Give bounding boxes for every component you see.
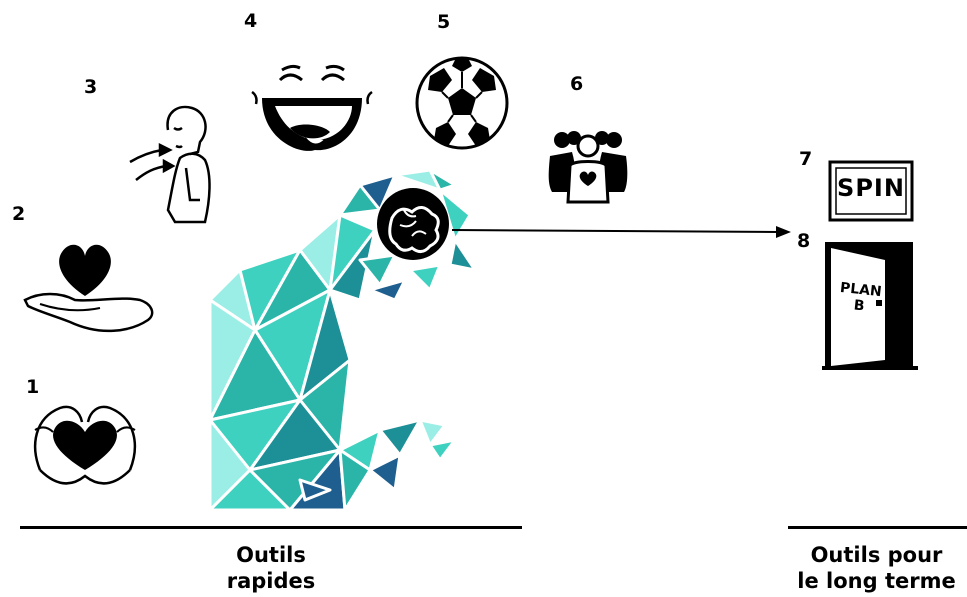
spin-sign-text: SPIN (837, 174, 905, 202)
quick-tools-label-line2: rapides (226, 569, 316, 593)
number-1: 1 (26, 376, 40, 398)
long-term-tools-label-line1: Outils pour (810, 543, 943, 567)
number-7: 7 (799, 148, 813, 170)
brain-icon (377, 188, 449, 260)
laughing-face-icon (251, 64, 373, 151)
long-term-tools-rule (788, 526, 967, 529)
number-6: 6 (570, 73, 584, 95)
lowpoly-person-figure (208, 168, 477, 512)
number-4: 4 (244, 10, 258, 32)
soccer-ball-icon (415, 56, 509, 150)
plan-b-door-icon (822, 242, 918, 370)
heart-in-hand-icon (23, 244, 154, 333)
quick-tools-label-line1: Outils (236, 543, 306, 567)
long-term-tools-label: Outils pour le long terme (786, 542, 967, 594)
long-term-tools-label-line2: le long terme (797, 569, 956, 593)
quick-tools-rule (20, 526, 522, 529)
number-3: 3 (84, 76, 98, 98)
breathing-person-icon (129, 105, 211, 224)
number-8: 8 (797, 230, 811, 252)
arrow-to-long-term (451, 226, 791, 238)
spin-sign-icon (828, 160, 914, 222)
plan-b-door-text: PLAN B (839, 279, 883, 315)
quick-tools-label: Outils rapides (196, 542, 346, 594)
group-heart-icon (548, 131, 628, 204)
number-2: 2 (12, 203, 26, 225)
number-5: 5 (437, 11, 451, 33)
heart-hands-icon (33, 405, 137, 485)
